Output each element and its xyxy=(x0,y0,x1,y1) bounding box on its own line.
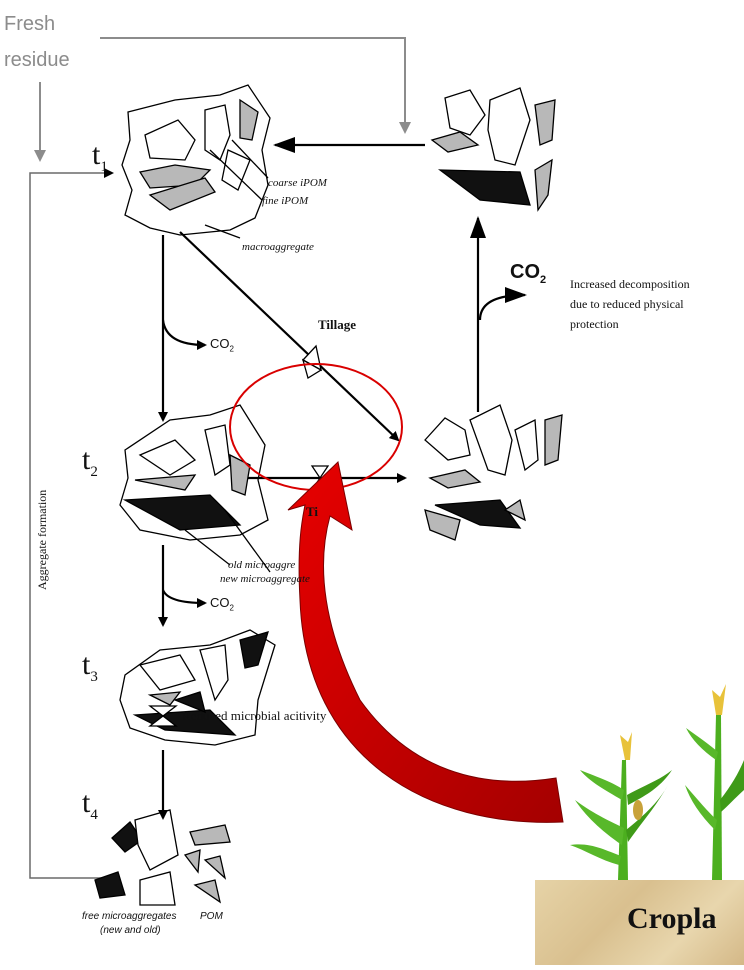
tillage-label-top: Tillage xyxy=(318,318,356,331)
decomposition-label-line3: protection xyxy=(570,318,619,330)
t3-label: t3 xyxy=(82,650,98,685)
pom-label: POM xyxy=(200,912,223,922)
fresh-residue-label-line1: Fresh xyxy=(4,14,55,34)
free-microaggregates-label-line2: (new and old) xyxy=(100,926,161,936)
co2-label-large: CO2 xyxy=(510,262,546,286)
decomposition-label-line2: due to reduced physical xyxy=(570,298,684,310)
right-middle-fragments xyxy=(425,405,562,540)
cropland-banner: Cropla xyxy=(535,880,744,965)
t2-aggregate xyxy=(120,405,270,572)
aggregate-formation-label: Aggregate formation xyxy=(36,490,48,590)
t3-aggregate xyxy=(120,630,275,745)
macroaggregate-label: macroaggregate xyxy=(242,242,314,253)
new-microaggregate-label: new microaggregate xyxy=(220,574,310,585)
decomposition-label-line1: Increased decomposition xyxy=(570,278,690,290)
co2-label-t1: CO2 xyxy=(210,337,234,354)
old-microaggregate-label: old microaggre xyxy=(228,560,295,571)
reduced-microbial-label: Reduced microbial acitivity xyxy=(182,709,326,722)
t4-pom xyxy=(185,825,230,902)
t2-label: t2 xyxy=(82,445,98,480)
t1-label: t1 xyxy=(92,140,108,175)
fresh-residue-label-line2: residue xyxy=(4,50,70,70)
top-right-fragments xyxy=(432,88,555,210)
fine-ipom-label: fine iPOM xyxy=(262,196,308,207)
coarse-ipom-label: coarse iPOM xyxy=(268,178,327,189)
tillage-label-bottom: Ti xyxy=(306,505,318,518)
co2-label-t2: CO2 xyxy=(210,596,234,613)
t4-free-microaggregates xyxy=(95,810,178,905)
cropland-label: Cropla xyxy=(627,902,716,936)
free-microaggregates-label-line1: free microaggregates xyxy=(82,912,177,922)
t4-label: t4 xyxy=(82,788,98,823)
t1-macroaggregate xyxy=(122,85,270,238)
corn-plants-image xyxy=(570,684,744,880)
